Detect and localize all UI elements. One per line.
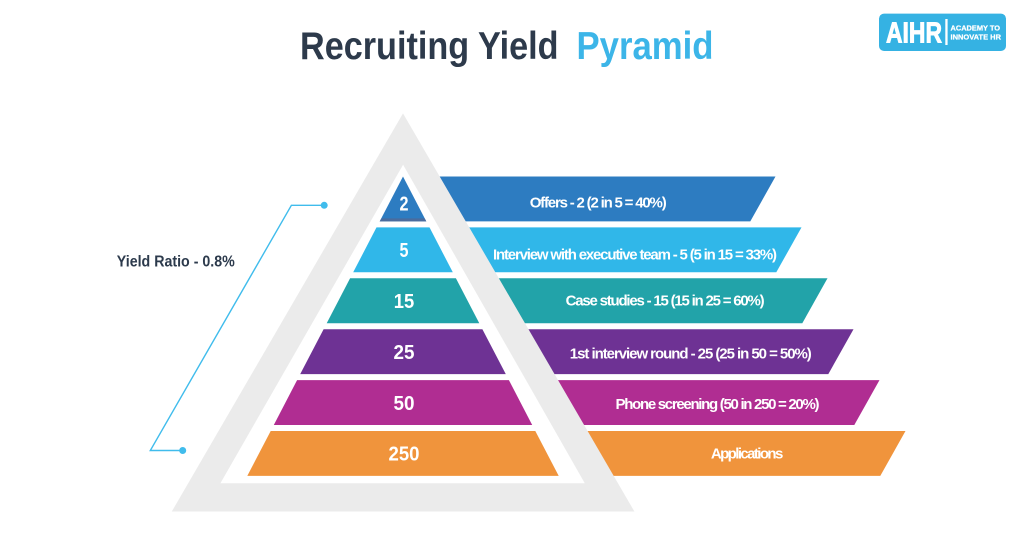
svg-text:15: 15	[394, 291, 415, 313]
svg-text:Interview with executive team: Interview with executive team - 5 (5 in …	[493, 246, 777, 263]
svg-text:250: 250	[389, 443, 420, 465]
svg-text:ACADEMY TO: ACADEMY TO	[951, 24, 1001, 33]
svg-text:Case studies - 15 (15 in 25 =: Case studies - 15 (15 in 25 = 60%)	[566, 293, 765, 310]
svg-text:INNOVATE HR: INNOVATE HR	[951, 33, 1002, 42]
svg-text:Pyramid: Pyramid	[577, 25, 714, 68]
svg-text:1st interview round - 25 (25 i: 1st interview round - 25 (25 in 50 = 50%…	[570, 345, 812, 362]
svg-text:5: 5	[400, 240, 409, 262]
svg-text:Recruiting Yield: Recruiting Yield	[300, 25, 559, 68]
svg-text:AIHR: AIHR	[886, 18, 942, 50]
svg-text:2: 2	[400, 194, 409, 216]
svg-text:Phone screening (50 in 250 = 2: Phone screening (50 in 250 = 20%)	[616, 396, 820, 413]
svg-text:50: 50	[394, 393, 415, 415]
svg-text:Offers - 2 (2 in 5 = 40%): Offers - 2 (2 in 5 = 40%)	[530, 195, 667, 212]
svg-text:25: 25	[394, 342, 415, 364]
svg-text:Applications: Applications	[711, 445, 784, 462]
svg-text:Yield Ratio - 0.8%: Yield Ratio - 0.8%	[117, 254, 235, 271]
